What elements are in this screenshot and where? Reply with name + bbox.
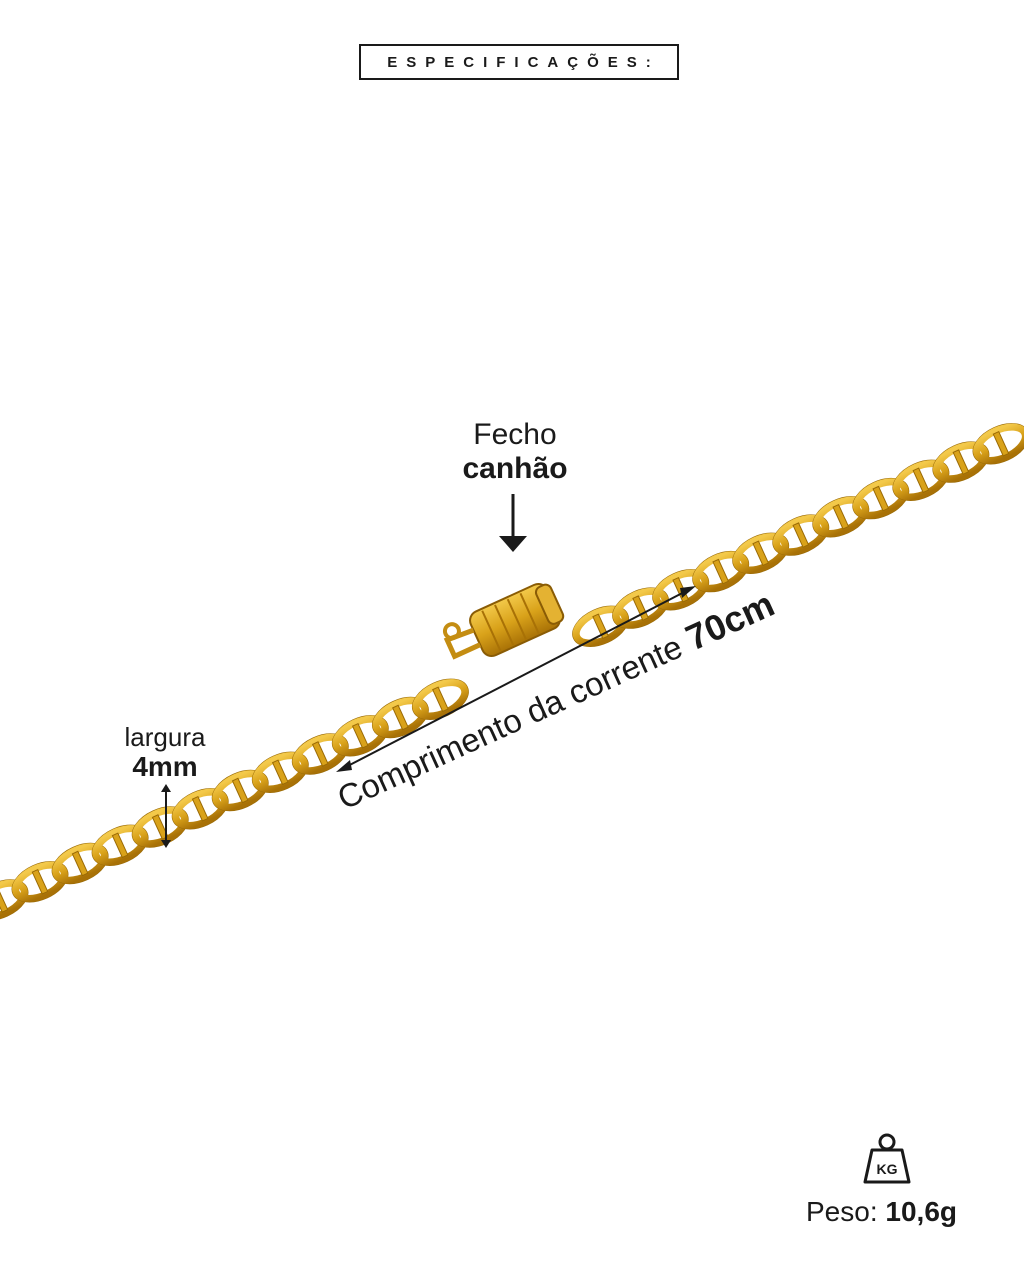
weight-value: 10,6g: [885, 1196, 957, 1227]
weight-kg-icon: KG: [863, 1133, 911, 1184]
chain-link: [892, 459, 950, 501]
clasp-label-name: canhão: [462, 452, 568, 485]
specifications-title-text: ESPECIFICAÇÕES:: [387, 53, 660, 71]
chain-link: [772, 514, 830, 556]
chain-link: [291, 733, 349, 775]
chain-link: [411, 678, 469, 720]
chain-link: [972, 423, 1024, 465]
width-label: largura: [124, 722, 206, 752]
chain-links: [0, 423, 1024, 921]
specifications-title: ESPECIFICAÇÕES:: [359, 44, 679, 80]
clasp-arrow: [499, 494, 527, 552]
chain-link: [11, 861, 69, 903]
chain-link: [51, 842, 109, 885]
chain-link: [91, 824, 149, 866]
length-arrow: [336, 586, 696, 772]
chain-link: [852, 477, 910, 520]
chain-link: [732, 532, 790, 574]
kg-icon-text: KG: [877, 1161, 898, 1177]
width-arrow: [161, 784, 171, 848]
chain-link: [171, 788, 229, 830]
chain-link: [932, 441, 990, 483]
chain-link: [0, 879, 29, 921]
clasp-label-type: Fecho: [473, 418, 557, 451]
weight-label: Peso:: [806, 1196, 878, 1227]
chain-link: [692, 550, 750, 593]
chain-link: [211, 769, 269, 812]
chain-link: [251, 751, 309, 793]
width-value: 4mm: [132, 751, 198, 782]
weight-row: Peso: 10,6g: [806, 1196, 957, 1228]
chain-link: [612, 587, 670, 629]
chain-link: [371, 696, 429, 739]
cannon-clasp: [442, 582, 565, 660]
chain-link: [331, 715, 389, 757]
chain-link: [812, 496, 870, 538]
